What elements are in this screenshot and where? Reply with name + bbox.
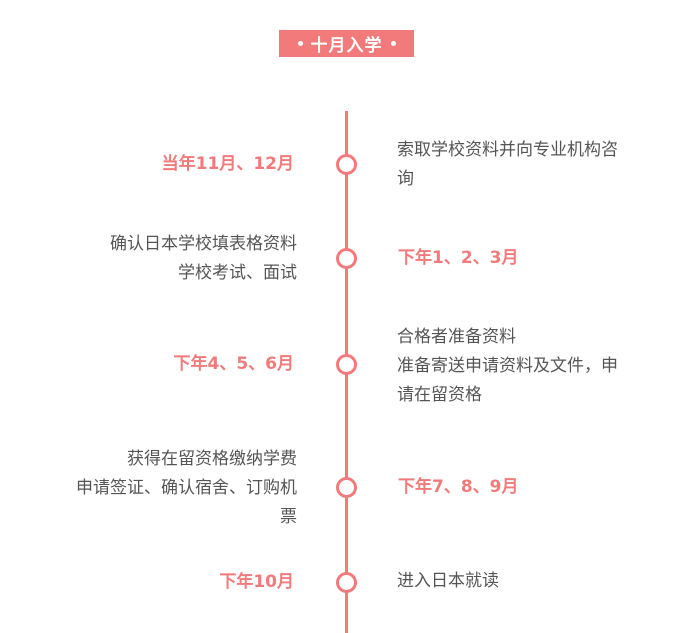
event-date: 当年11月、12月 — [161, 154, 294, 174]
event-date: 下年10月 — [219, 572, 294, 592]
section-title: 十月入学 — [310, 36, 383, 56]
event-description-line: 票 — [280, 507, 297, 527]
bullet-dot-icon — [297, 41, 303, 46]
event-description-line: 获得在留资格缴纳学费 — [127, 449, 297, 469]
timeline-node-icon — [336, 248, 357, 269]
event-description-line: 合格者准备资料 — [397, 327, 516, 347]
event-description-line: 学校考试、面试 — [178, 263, 297, 283]
event-date: 下年4、5、6月 — [173, 354, 295, 374]
timeline-node-icon — [336, 477, 357, 498]
event-description: 合格者准备资料 准备寄送申请资料及文件，申 请在留资格 — [397, 323, 657, 410]
event-description-line: 询 — [397, 169, 414, 189]
event-description-line: 准备寄送申请资料及文件，申 — [397, 356, 618, 376]
timeline-node-icon — [336, 572, 357, 593]
section-title-badge: 十月入学 — [279, 30, 414, 57]
event-description-line: 进入日本就读 — [397, 571, 499, 591]
event-description: 进入日本就读 — [397, 567, 657, 596]
event-description-line: 索取学校资料并向专业机构咨 — [397, 140, 618, 160]
event-description-line: 请在留资格 — [397, 385, 482, 405]
event-description: 索取学校资料并向专业机构咨 询 — [397, 136, 657, 194]
bullet-dot-icon — [390, 41, 396, 46]
event-date: 下年7、8、9月 — [398, 477, 519, 497]
event-description: 获得在留资格缴纳学费 申请签证、确认宿舍、订购机 票 — [37, 445, 297, 532]
event-date: 下年1、2、3月 — [398, 248, 519, 268]
event-description-line: 申请签证、确认宿舍、订购机 — [76, 478, 297, 498]
event-description-line: 确认日本学校填表格资料 — [110, 234, 297, 254]
timeline-node-icon — [336, 354, 357, 375]
event-description: 确认日本学校填表格资料 学校考试、面试 — [37, 230, 297, 288]
timeline-node-icon — [336, 154, 357, 175]
